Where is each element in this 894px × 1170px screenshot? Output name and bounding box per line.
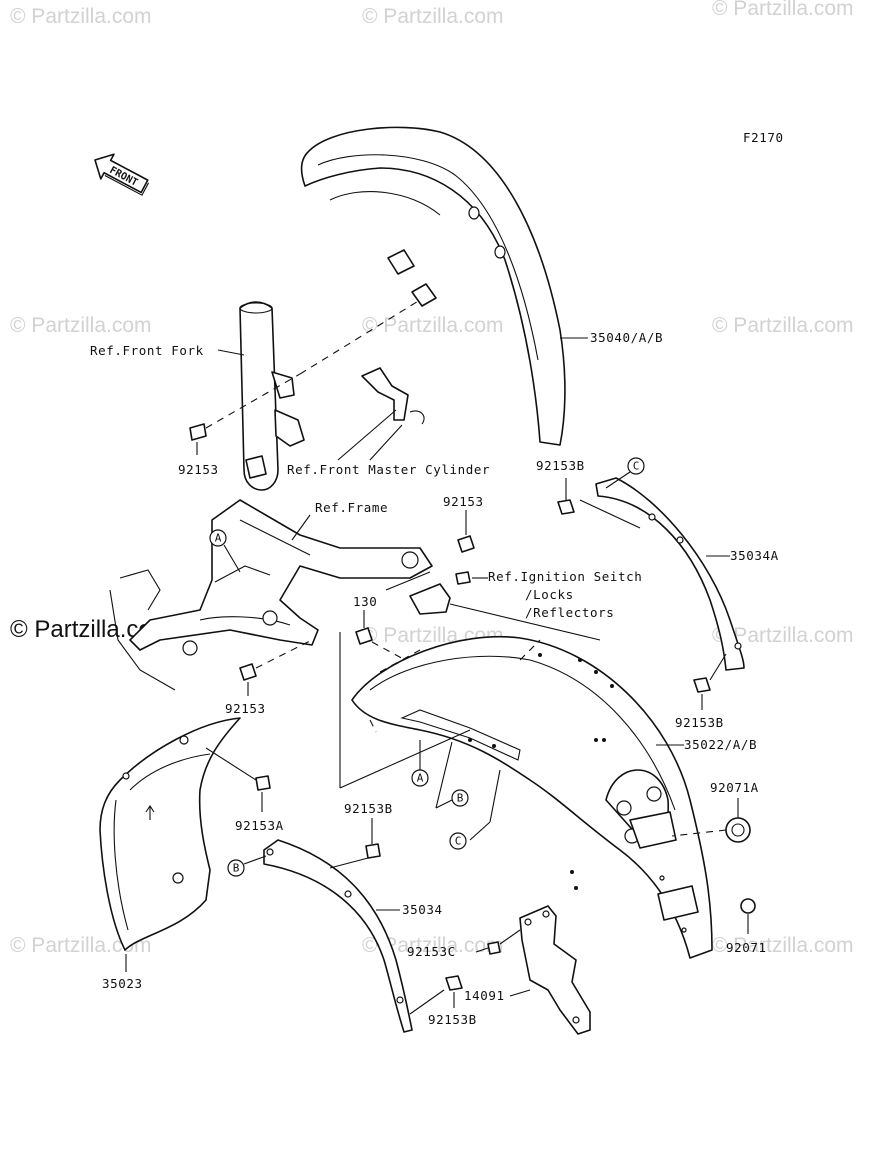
ignition-label-line1: Ref.Ignition Seitch xyxy=(488,569,642,584)
ref-circle-b-left: B xyxy=(227,855,267,877)
ignition-label-line3: /Reflectors xyxy=(525,605,614,620)
strut-left-bottom-bolt-label: 92153B xyxy=(428,1012,477,1027)
watermark: © Partzilla.com xyxy=(712,0,854,20)
inner-fender-bolt-label: 92153A xyxy=(235,818,284,833)
ref-circle-c-top: C xyxy=(605,457,645,489)
fender-hole xyxy=(468,206,480,220)
watermark: © Partzilla.com xyxy=(362,314,504,337)
watermark: © Partzilla.com xyxy=(10,5,152,28)
svg-text:C: C xyxy=(455,835,462,848)
watermark: © Partzilla.com xyxy=(712,624,854,647)
grommet-a-label: 92071A xyxy=(710,780,759,795)
master-cylinder-label: Ref.Front Master Cylinder xyxy=(287,462,490,477)
figure-code: F2170 xyxy=(743,130,784,145)
strut-right: 35034A xyxy=(579,477,779,671)
front-arrow-icon: FRONT xyxy=(94,153,150,196)
strut-right-bottom-bolt-label: 92153B xyxy=(675,715,724,730)
ignition-label-line2: /Locks xyxy=(525,587,574,602)
grommet: 92071 xyxy=(726,898,767,955)
svg-text:A: A xyxy=(215,532,222,545)
svg-text:B: B xyxy=(457,792,464,805)
frame: Ref.Frame xyxy=(109,499,433,691)
ref-circle-c: C xyxy=(449,769,501,850)
frame-bolt-lower-label: 92153 xyxy=(225,701,266,716)
watermark: © Partzilla.com xyxy=(362,5,504,28)
watermark: © Partzilla.com xyxy=(712,934,854,957)
front-bolt-label: 92153 xyxy=(178,462,219,477)
rear-fender-label: 35022/A/B xyxy=(684,737,757,752)
bolt-130-label: 130 xyxy=(353,594,377,609)
master-cylinder-bracket: Ref.Front Master Cylinder xyxy=(287,367,490,477)
bolt-c-label: 92153C xyxy=(407,944,456,959)
frame-label: Ref.Frame xyxy=(315,500,388,515)
inner-fender-bolt: 92153A xyxy=(205,747,284,833)
front-fork: Ref.Front Fork xyxy=(90,301,305,491)
front-fender: 35040/A/B xyxy=(300,126,663,446)
svg-text:B: B xyxy=(233,862,240,875)
fender-hole xyxy=(494,245,506,259)
strut-right-label: 35034A xyxy=(730,548,779,563)
watermark: © Partzilla.com xyxy=(10,934,152,957)
front-fender-label: 35040/A/B xyxy=(590,330,663,345)
strut-left: 35034 xyxy=(263,839,443,1033)
strut-right-bottom-bolt: 92153B xyxy=(675,653,727,730)
grommet-label: 92071 xyxy=(726,940,767,955)
watermark: © Partzilla.com xyxy=(712,314,854,337)
watermark: © Partzilla.com xyxy=(10,314,152,337)
strut-right-top-bolt-label: 92153B xyxy=(536,458,585,473)
inner-fender-label: 35023 xyxy=(102,976,143,991)
ignition-bracket: Ref.Ignition Seitch /Locks /Reflectors xyxy=(385,569,642,641)
ref-circle-b: B xyxy=(435,741,469,809)
watermark: © Partzilla.com xyxy=(362,934,504,957)
strut-left-label: 35034 xyxy=(402,902,443,917)
grommet-a: 92071A xyxy=(671,780,759,843)
ref-circle-a-rear: A xyxy=(339,632,471,789)
bracket: 14091 xyxy=(464,905,591,1035)
svg-text:C: C xyxy=(633,460,640,473)
bracket-label: 14091 xyxy=(464,988,505,1003)
strut-left-top-bolt: 92153B xyxy=(329,801,393,869)
rear-fender: 35022/A/B xyxy=(351,636,757,959)
strut-left-top-bolt-label: 92153B xyxy=(344,801,393,816)
front-fork-label: Ref.Front Fork xyxy=(90,343,204,358)
svg-text:A: A xyxy=(417,772,424,785)
watermarks: © Partzilla.com © Partzilla.com © Partzi… xyxy=(10,0,854,957)
strut-right-top-bolt: 92153B xyxy=(536,458,585,515)
strut-left-bottom-bolt: 92153B xyxy=(409,975,477,1027)
ref-circle-a: A xyxy=(209,529,241,573)
bolt-c: 92153C xyxy=(407,929,521,959)
frame-bolt-label: 92153 xyxy=(443,494,484,509)
frame-bolt: 92153 xyxy=(443,494,484,553)
frame-bolt-lower: 92153 xyxy=(225,639,313,716)
front-bolt: 92153 xyxy=(178,299,421,477)
inner-fender: 35023 xyxy=(99,717,241,991)
